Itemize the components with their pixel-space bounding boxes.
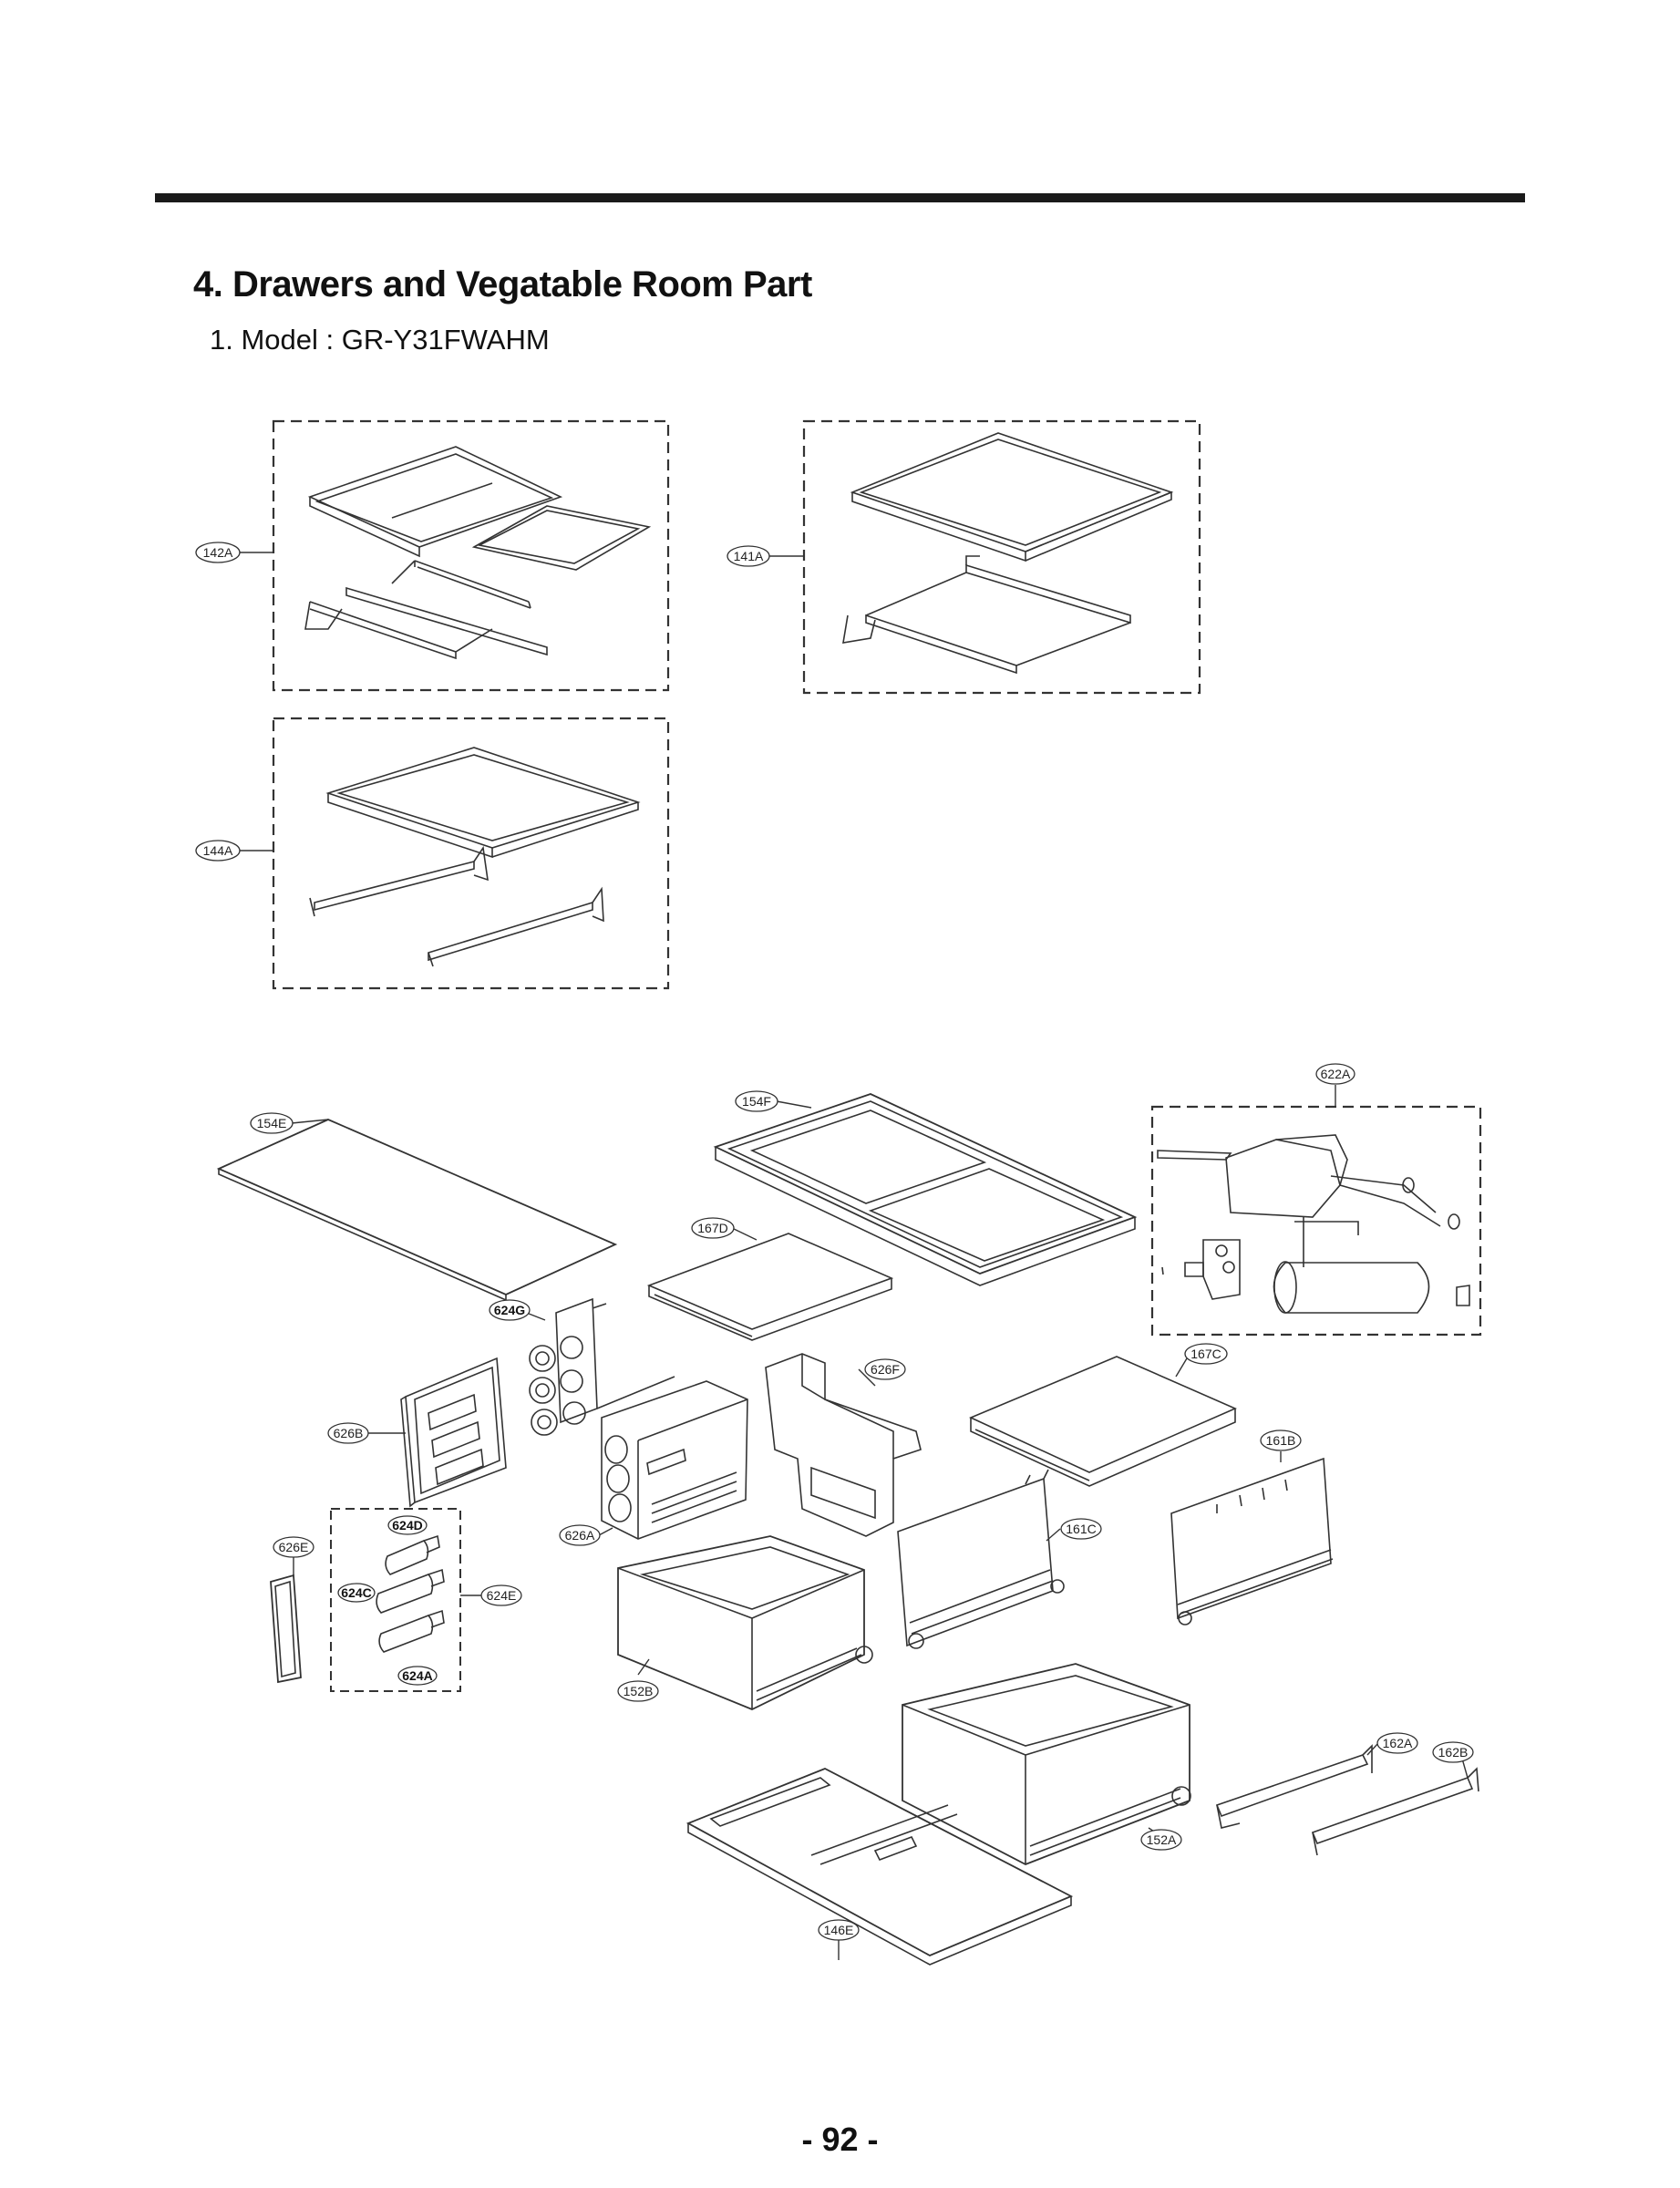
label-162B: 162B bbox=[1438, 1745, 1469, 1760]
glass-sheet-154E bbox=[216, 1119, 618, 1295]
damper-assembly-622A-drawing bbox=[1157, 1134, 1470, 1314]
label-626E: 626E bbox=[279, 1540, 309, 1554]
label-626A: 626A bbox=[565, 1528, 595, 1543]
label-626F: 626F bbox=[871, 1362, 900, 1377]
label-624C: 624C bbox=[341, 1585, 371, 1600]
shelf-141A-drawing bbox=[842, 432, 1174, 675]
label-624G: 624G bbox=[494, 1303, 525, 1317]
label-167C: 167C bbox=[1190, 1347, 1221, 1361]
label-624E: 624E bbox=[487, 1588, 517, 1603]
label-texts: 142A 141A 144A 622A 154E 154F 167D 624G … bbox=[203, 545, 1469, 1937]
panel-161C-drawing bbox=[897, 1469, 1065, 1649]
shelf-144A-drawing bbox=[309, 747, 641, 967]
label-161C: 161C bbox=[1066, 1522, 1096, 1536]
label-162A: 162A bbox=[1383, 1736, 1413, 1750]
group-box-622A bbox=[1150, 1105, 1482, 1337]
group-box-142A bbox=[272, 419, 670, 692]
label-144A: 144A bbox=[203, 843, 233, 858]
cover-167D-drawing bbox=[646, 1233, 894, 1341]
label-626B: 626B bbox=[334, 1426, 364, 1440]
duct-626F-drawing bbox=[765, 1353, 922, 1537]
label-142A: 142A bbox=[203, 545, 233, 560]
label-ovals bbox=[195, 542, 1474, 1941]
label-141A: 141A bbox=[734, 549, 764, 563]
label-152B: 152B bbox=[624, 1684, 654, 1698]
label-152A: 152A bbox=[1147, 1832, 1177, 1847]
filter-cover-626E-drawing bbox=[270, 1574, 302, 1684]
label-624D: 624D bbox=[392, 1518, 422, 1533]
label-146E: 146E bbox=[824, 1923, 854, 1937]
shelf-142A-drawing bbox=[304, 446, 652, 660]
group-box-624E bbox=[330, 1508, 461, 1692]
label-624A: 624A bbox=[402, 1668, 432, 1683]
frame-154F-drawing bbox=[713, 1093, 1138, 1286]
label-167D: 167D bbox=[697, 1221, 727, 1235]
rail-162A-drawing bbox=[1215, 1744, 1373, 1829]
group-box-141A bbox=[802, 419, 1201, 695]
cover-167C-drawing bbox=[969, 1356, 1237, 1487]
label-622A: 622A bbox=[1321, 1067, 1351, 1081]
filter-housing-624G-drawing bbox=[529, 1297, 675, 1436]
label-161B: 161B bbox=[1266, 1433, 1296, 1448]
panel-626B-drawing bbox=[400, 1357, 507, 1508]
tray-146E-drawing bbox=[685, 1768, 1074, 1966]
drawer-152A-drawing bbox=[902, 1663, 1191, 1865]
page-number: - 92 - bbox=[801, 2121, 879, 2158]
group-box-144A bbox=[272, 717, 670, 990]
header-rule bbox=[155, 193, 1525, 202]
panel-161B-drawing bbox=[1170, 1457, 1334, 1626]
model-subtitle: 1. Model : GR-Y31FWAHM bbox=[210, 324, 550, 356]
section-title: 4. Drawers and Vegatable Room Part bbox=[193, 264, 812, 304]
label-154E: 154E bbox=[257, 1116, 287, 1130]
rail-162B-drawing bbox=[1311, 1767, 1479, 1856]
label-154F: 154F bbox=[742, 1094, 771, 1109]
fan-housing-626A-drawing bbox=[601, 1380, 748, 1540]
filter-cartridges-624-drawing bbox=[376, 1534, 445, 1653]
drawer-152B-drawing bbox=[617, 1535, 873, 1710]
